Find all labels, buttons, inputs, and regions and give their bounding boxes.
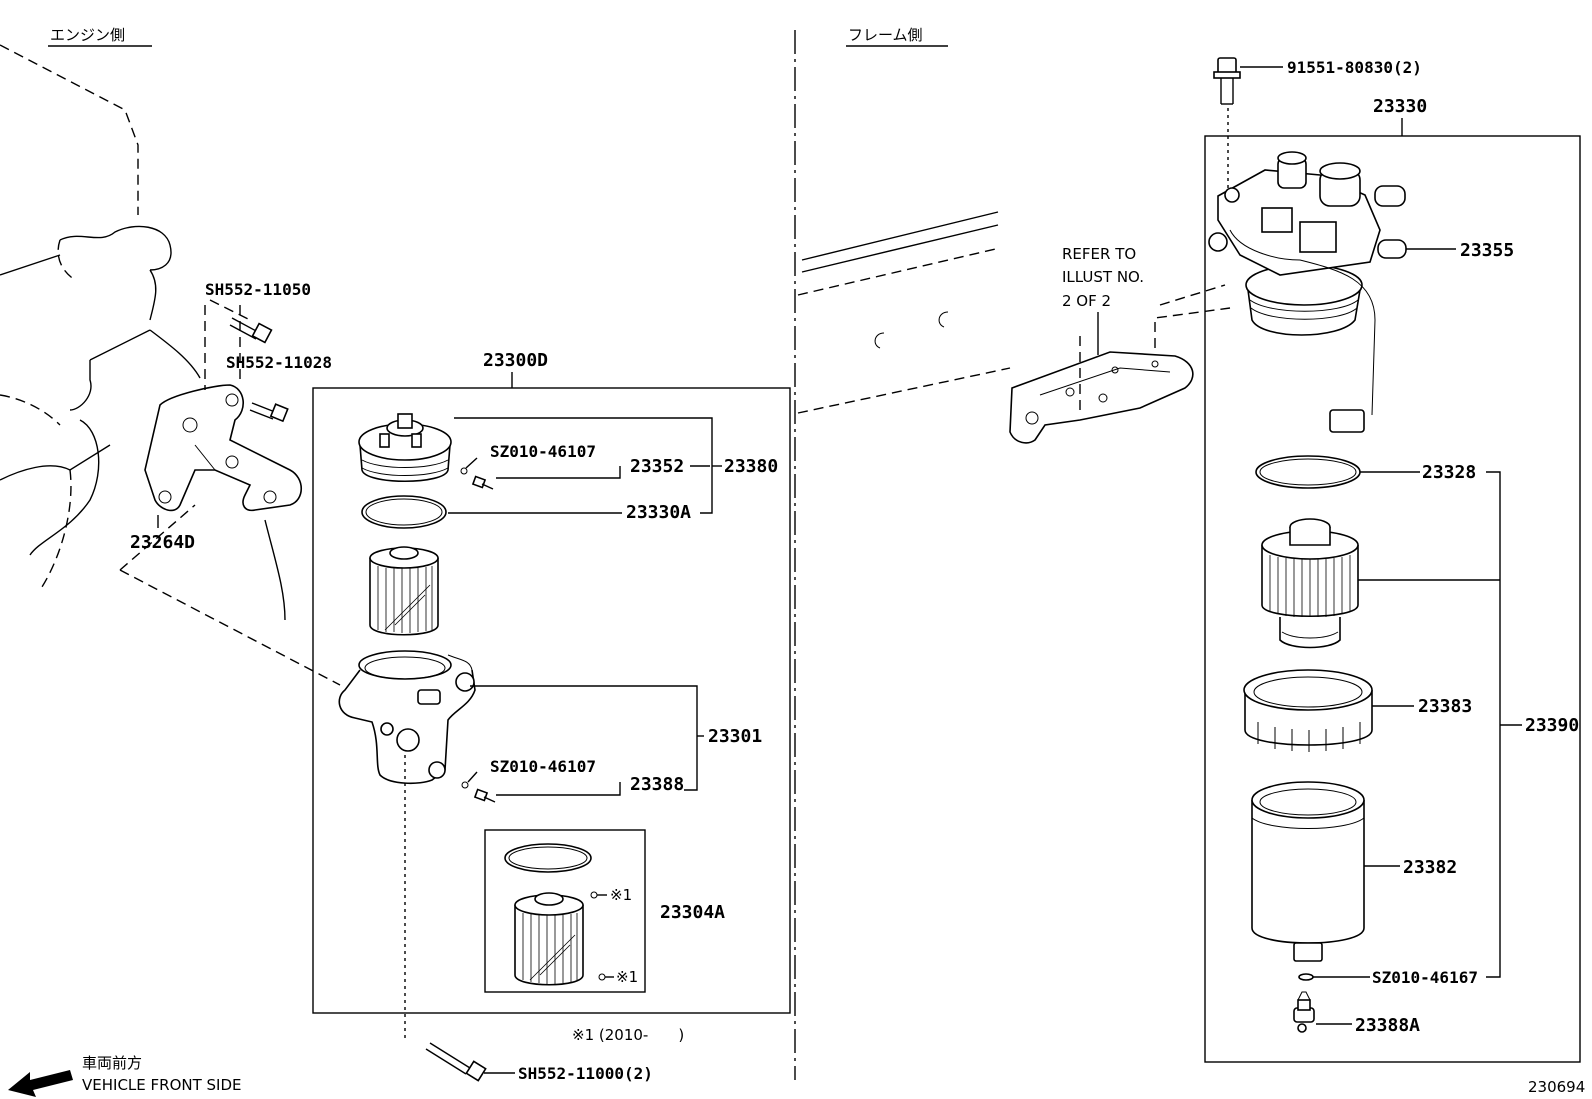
label-23388: 23388 — [630, 774, 684, 795]
label-23330a: 23330A — [626, 502, 691, 523]
footer-en: VEHICLE FRONT SIDE — [82, 1076, 242, 1094]
label-sh552-11000: SH552-11000(2) — [518, 1064, 653, 1083]
assembly-box-23330 — [1204, 135, 1581, 1063]
o-ring-23330a — [361, 495, 447, 529]
note-2010: ※1 (2010- ) — [572, 1026, 684, 1044]
label-23382: 23382 — [1403, 857, 1457, 878]
bolt-sh552-11000 — [425, 1042, 487, 1082]
frame-rail — [797, 211, 1011, 414]
engine-side-header: エンジン側 — [50, 26, 125, 44]
label-23328: 23328 — [1422, 462, 1476, 483]
filter-element-upper — [369, 546, 439, 636]
plug-23352 — [460, 467, 494, 490]
frame-bracket — [1009, 351, 1194, 444]
label-sh552-11050: SH552-11050 — [205, 280, 311, 299]
drain-plug-23388a — [1293, 991, 1315, 1033]
kit-box-23304a — [484, 829, 646, 993]
label-sz010-46167: SZ010-46167 — [1372, 968, 1478, 987]
assembly-box-23300d — [312, 387, 791, 1014]
label-23304a: 23304A — [660, 902, 725, 923]
label-23301: 23301 — [708, 726, 762, 747]
label-sz010-46107-b: SZ010-46107 — [490, 757, 596, 776]
label-23383: 23383 — [1418, 696, 1472, 717]
diagram-code: 230694 — [1528, 1078, 1585, 1096]
label-23264d: 23264D — [130, 532, 195, 553]
label-23380: 23380 — [724, 456, 778, 477]
mark-1-bottom: ※1 — [616, 968, 638, 986]
plug-23388 — [461, 781, 496, 803]
filter-cap — [358, 413, 452, 482]
label-23330: 23330 — [1373, 96, 1427, 117]
label-sh552-11028: SH552-11028 — [226, 353, 332, 372]
filter-head-23355 — [1208, 151, 1407, 433]
bolt-sh552-11028 — [249, 402, 289, 423]
label-91551-80830: 91551-80830(2) — [1287, 58, 1422, 77]
mark-1-top: ※1 — [610, 886, 632, 904]
label-23352: 23352 — [630, 456, 684, 477]
front-arrow-icon — [8, 1070, 73, 1097]
refer-line-3: 2 OF 2 — [1062, 292, 1111, 310]
o-ring-sz010-46167 — [1298, 973, 1314, 981]
refer-line-2: ILLUST NO. — [1062, 268, 1144, 286]
bracket-23264d — [144, 384, 303, 512]
filter-element-right — [1261, 518, 1359, 649]
label-23355: 23355 — [1460, 240, 1514, 261]
refer-line-1: REFER TO — [1062, 245, 1136, 263]
filter-element-kit — [514, 892, 584, 986]
frame-side-header: フレーム側 — [848, 26, 923, 44]
footer-jp: 車両前方 — [82, 1054, 142, 1072]
bolt-sh552-11050 — [229, 317, 273, 344]
filter-housing-23301 — [338, 650, 476, 785]
label-sz010-46107-a: SZ010-46107 — [490, 442, 596, 461]
bowl-23382 — [1251, 781, 1365, 962]
bolt-91551-80830 — [1213, 57, 1241, 105]
label-23388a: 23388A — [1355, 1015, 1420, 1036]
ring-nut-23383 — [1243, 669, 1373, 752]
engine-outline — [0, 44, 286, 621]
label-23390: 23390 — [1525, 715, 1579, 736]
label-23300d: 23300D — [483, 350, 548, 371]
o-ring-23328 — [1255, 455, 1361, 489]
